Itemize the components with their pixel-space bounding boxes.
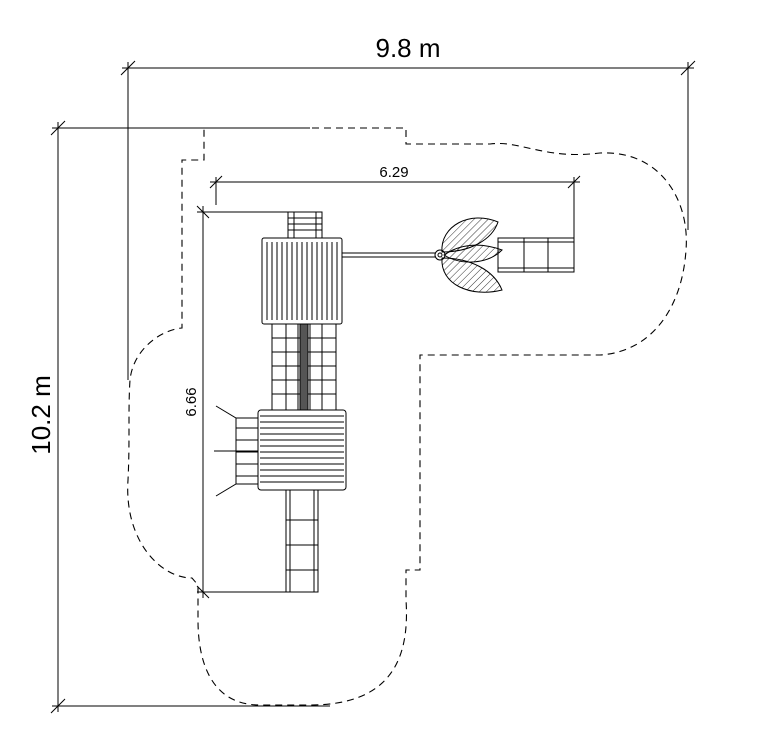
play-structure (214, 211, 575, 593)
overall-width-dimension (120, 60, 696, 380)
overall-width-label: 9.8 m (375, 33, 440, 63)
inner-height-dimension (196, 205, 292, 599)
rope-bridge (342, 249, 446, 261)
lower-deck (257, 409, 347, 491)
top-ladder (287, 211, 323, 239)
upper-tower-roof (261, 237, 343, 325)
leaf-canopy (441, 217, 503, 293)
bottom-slide (285, 489, 319, 593)
overall-height-label: 10.2 m (26, 375, 56, 455)
safety-zone-outline (127, 127, 687, 706)
inner-width-label: 6.29 (379, 164, 408, 181)
side-stair (214, 405, 258, 497)
right-slide (497, 237, 575, 273)
climbing-net (271, 323, 337, 411)
inner-height-label: 6.66 (183, 387, 200, 416)
inner-width-dimension (209, 175, 581, 238)
